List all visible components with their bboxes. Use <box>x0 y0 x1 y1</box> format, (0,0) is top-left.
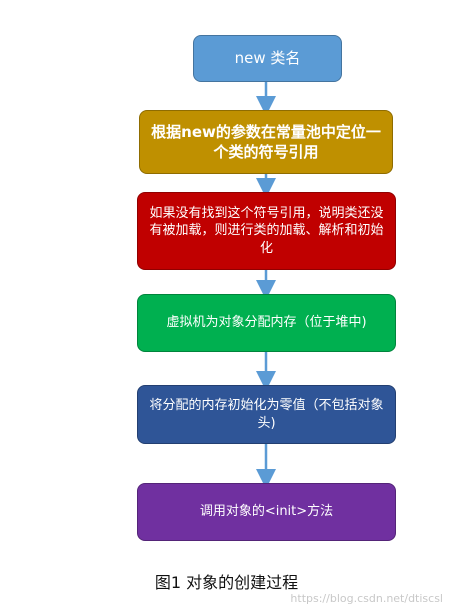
step-label: 将分配的内存初始化为零值（不包括对象头) <box>149 397 384 431</box>
step-label: 根据new的参数在常量池中定位一个类的符号引用 <box>151 122 381 161</box>
watermark: https://blog.csdn.net/dtiscsl <box>290 592 443 605</box>
step-new-class: new 类名 <box>193 35 342 82</box>
step-load-class: 如果没有找到这个符号引用，说明类还没有被加载，则进行类的加载、解析和初始化 <box>137 192 396 270</box>
step-allocate-memory: 虚拟机为对象分配内存（位于堆中) <box>137 294 396 352</box>
step-label: 虚拟机为对象分配内存（位于堆中) <box>166 315 367 331</box>
step-call-init: 调用对象的<init>方法 <box>137 483 396 541</box>
step-label: 如果没有找到这个符号引用，说明类还没有被加载，则进行类的加载、解析和初始化 <box>149 205 384 256</box>
figure-caption: 图1 对象的创建过程 <box>154 573 299 592</box>
step-label: 调用对象的<init>方法 <box>199 504 334 520</box>
step-label: new 类名 <box>234 49 301 68</box>
step-locate-symbol-reference: 根据new的参数在常量池中定位一个类的符号引用 <box>139 110 393 174</box>
step-zero-init: 将分配的内存初始化为零值（不包括对象头) <box>137 385 396 444</box>
